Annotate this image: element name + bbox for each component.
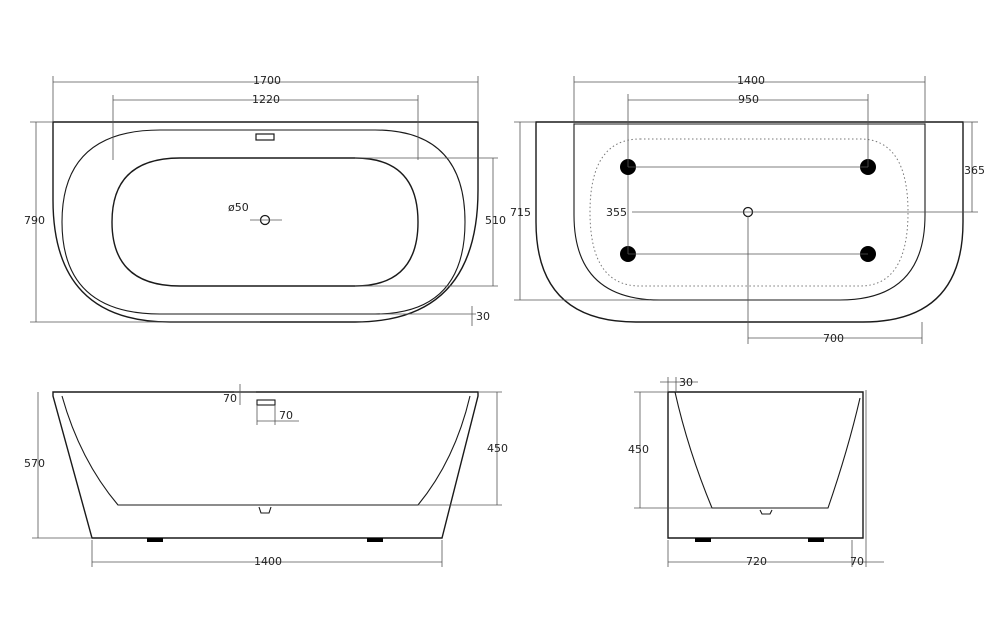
elevation-long-side: 570 450 1400 70 70 (24, 384, 508, 568)
foot-icon (147, 538, 163, 542)
plan-right-outer-shape (535, 121, 964, 323)
foot-spacing-width-label: 355 (606, 206, 627, 219)
foot-icon (367, 538, 383, 542)
overall-height-label: 570 (24, 457, 45, 470)
plan-left-outer-shape (52, 121, 479, 323)
base-width-label: 720 (746, 555, 767, 568)
elevation-long-inner (61, 395, 471, 506)
inner-depth-label: 450 (487, 442, 508, 455)
overflow-icon (255, 133, 275, 141)
rim-width-label: 30 (679, 376, 693, 389)
elevation-short-inner (674, 391, 861, 509)
plan-left-rim (61, 129, 466, 315)
plan-view-right: 1400 950 355 715 365 700 (510, 74, 985, 345)
base-length-label: 1400 (254, 555, 282, 568)
elevation-long-outer (52, 391, 479, 539)
short-inner-depth-label: 450 (628, 443, 649, 456)
drain-icon (759, 509, 773, 515)
overflow-height-label: 70 (223, 392, 237, 405)
foot-icon (695, 538, 711, 542)
rim-offset-label: 30 (476, 310, 490, 323)
underside-width-label: 715 (510, 206, 531, 219)
foot-icon (808, 538, 824, 542)
underside-length-label: 1400 (737, 74, 765, 87)
inner-width-label: 510 (485, 214, 506, 227)
drain-diameter-label: ø50 (228, 201, 249, 214)
plan-left-basin (111, 157, 419, 287)
overflow-width-label: 70 (279, 409, 293, 422)
drain-to-wall-label: 365 (964, 164, 985, 177)
plan-view-left: ø50 1700 1220 790 510 30 (24, 74, 506, 326)
foot-spacing-length-label: 950 (738, 93, 759, 106)
overall-length-label: 1700 (253, 74, 281, 87)
elevation-short-side: 30 450 720 70 (628, 376, 884, 568)
drain-icon (258, 506, 272, 514)
overflow-icon (256, 399, 276, 406)
wall-offset-label: 70 (850, 555, 864, 568)
plan-right-inner-shape (573, 123, 926, 301)
overall-width-label: 790 (24, 214, 45, 227)
elevation-short-outer (667, 391, 864, 539)
plan-right-base-footprint (589, 138, 909, 287)
inner-length-label: 1220 (252, 93, 280, 106)
drain-to-end-label: 700 (823, 332, 844, 345)
